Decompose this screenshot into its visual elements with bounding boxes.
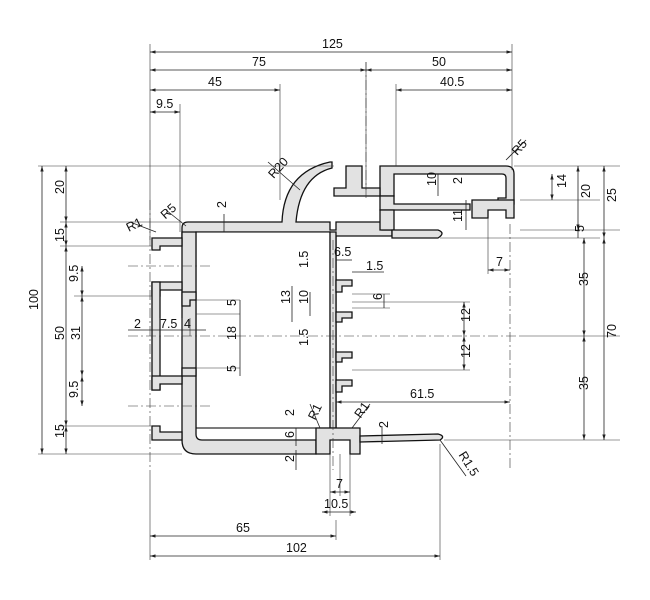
top-right-lower-rail [379, 195, 471, 211]
dim-65: 65 [236, 521, 250, 535]
dim-1-5-upper-left: 1.5 [297, 251, 311, 268]
dim-12-lower: 12 [459, 344, 473, 358]
dim-2-left-wall: 2 [134, 317, 141, 331]
radius-r20: R20 [265, 155, 291, 181]
dim-10-chamber: 10 [425, 172, 439, 186]
dim-15-bottom: 15 [53, 424, 67, 438]
interior-dimensions: 2 10 2 11 7 6.5 1.5 1.5 13 10 6 5 [128, 172, 510, 470]
dim-100: 100 [27, 289, 41, 310]
dim-11: 11 [451, 209, 465, 222]
dim-14: 14 [555, 174, 569, 188]
radius-r1-bottom-left: R1 [305, 402, 325, 423]
dim-4: 4 [184, 317, 191, 331]
top-gasket-lip [391, 229, 443, 239]
dim-31: 31 [69, 326, 83, 340]
dim-25: 25 [605, 188, 619, 202]
dim-5-right: 5 [573, 225, 587, 232]
radius-r1-top-left: R1 [124, 215, 145, 235]
dim-75: 75 [252, 55, 266, 69]
dim-2-gasket: 2 [377, 421, 391, 428]
top-center-bridge [333, 165, 381, 197]
dim-9-5-lower: 9.5 [67, 381, 81, 398]
dim-40-5: 40.5 [440, 75, 464, 89]
dim-50-left: 50 [53, 326, 67, 340]
dim-6-teeth: 6 [371, 293, 385, 300]
dim-61-5: 61.5 [410, 387, 434, 401]
dim-1-5-upper-right: 1.5 [366, 259, 383, 273]
dim-20-right: 20 [579, 184, 593, 198]
bottom-dimensions: 7 10.5 65 102 [149, 444, 441, 560]
right-wall-teeth [335, 279, 353, 393]
radius-r5-left: R5 [158, 201, 179, 222]
left-dimensions: 20 15 9.5 50 31 9.5 15 100 [27, 165, 334, 455]
dim-10-teeth: 10 [297, 290, 311, 304]
dim-12-upper: 12 [459, 308, 473, 322]
dim-2-bottom-wall: 2 [283, 455, 297, 462]
dim-6-bottom: 6 [283, 431, 297, 438]
bottom-gasket-lip [359, 433, 444, 443]
dim-45: 45 [208, 75, 222, 89]
dim-9-5-upper: 9.5 [67, 265, 81, 282]
left-flange-mid-lower [151, 375, 183, 391]
top-right-drop [379, 209, 395, 231]
dim-1-5-middle: 1.5 [297, 329, 311, 346]
radius-r1-5: R1.5 [456, 449, 482, 479]
right-dimensions: 14 20 25 5 35 70 35 [440, 165, 620, 441]
dim-102: 102 [286, 541, 307, 555]
dim-7-bottom: 7 [336, 477, 343, 491]
dim-50: 50 [432, 55, 446, 69]
dim-10-5: 10.5 [324, 497, 348, 511]
dim-6-5: 6.5 [334, 245, 351, 259]
dim-15-top: 15 [53, 228, 67, 242]
dim-35-lower: 35 [577, 376, 591, 390]
left-flange-top [151, 237, 183, 251]
dim-2-bottom-upper: 2 [283, 409, 297, 416]
dim-20-left: 20 [53, 180, 67, 194]
top-dimensions: 125 75 50 45 40.5 9.5 [149, 37, 513, 240]
dim-70: 70 [605, 324, 619, 338]
left-hook-lower [181, 367, 197, 377]
dim-125: 125 [322, 37, 343, 51]
dim-13: 13 [279, 290, 293, 304]
top-right-chamber [379, 165, 515, 205]
left-hook-upper [181, 291, 197, 307]
dim-2-top-wall: 2 [215, 201, 229, 208]
radius-r1-bottom-right: R1 [352, 399, 373, 420]
dim-5-lower: 5 [225, 365, 239, 372]
bottom-foot [315, 427, 361, 455]
dim-5-upper: 5 [225, 299, 239, 306]
dim-35-upper: 35 [577, 272, 591, 286]
dim-9-5-top: 9.5 [156, 97, 173, 111]
top-right-hook [471, 199, 515, 219]
dim-2-chamber: 2 [451, 177, 465, 184]
dim-7-5: 7.5 [160, 317, 177, 331]
left-flange-bottom [151, 425, 183, 441]
dim-18: 18 [225, 326, 239, 340]
dim-7-hook: 7 [496, 255, 503, 269]
